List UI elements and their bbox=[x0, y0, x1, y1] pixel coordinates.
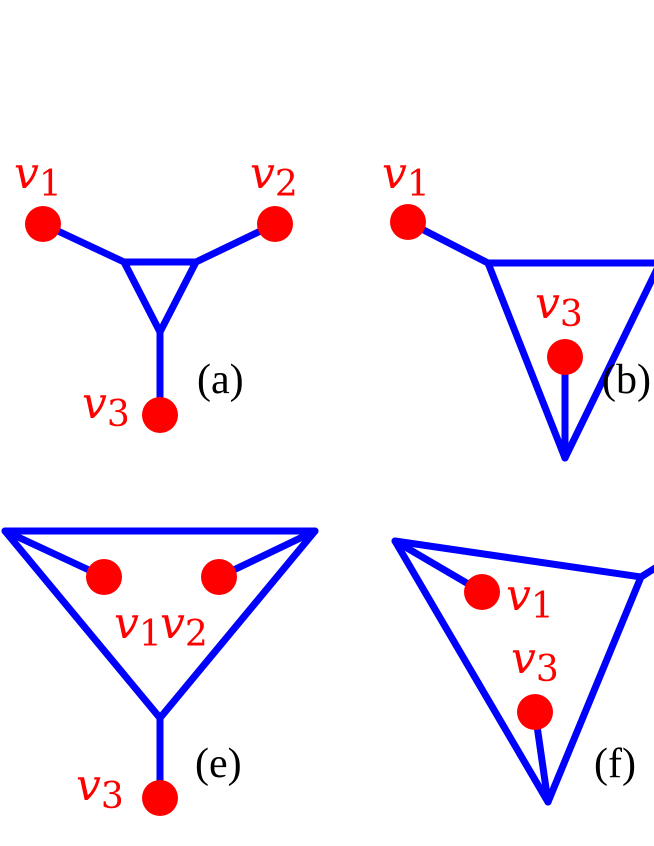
vertex-label-a-v1: v1 bbox=[14, 148, 62, 205]
panel-label-b: (b) bbox=[602, 357, 651, 403]
vertex-a-v2 bbox=[257, 206, 293, 242]
panel-b: v1 v3 (b) bbox=[382, 148, 654, 462]
vertex-e-v3 bbox=[142, 780, 178, 816]
vertex-b-v3 bbox=[547, 339, 583, 375]
vertex-e-v2 bbox=[201, 559, 237, 595]
vertex-f-v1 bbox=[464, 574, 500, 610]
vertex-label-e-v3: v3 bbox=[76, 760, 124, 817]
panel-label-f: (f) bbox=[594, 741, 636, 787]
panel-a: v1 v2 v3 (a) bbox=[14, 148, 298, 435]
vertex-e-v1 bbox=[86, 559, 122, 595]
vertex-label-a-v2: v2 bbox=[250, 148, 298, 205]
vertex-a-v3 bbox=[142, 397, 178, 433]
vertex-a-v1 bbox=[25, 206, 61, 242]
vertex-f-v3 bbox=[517, 694, 553, 730]
panel-label-a: (a) bbox=[197, 357, 244, 403]
triangle-a bbox=[120, 258, 200, 336]
vertex-label-b-v3: v3 bbox=[535, 278, 583, 335]
triangle-b bbox=[484, 259, 654, 462]
panel-label-e: (e) bbox=[195, 741, 242, 787]
edge-e-v1-corner bbox=[1, 527, 108, 581]
vertex-label-e-v1: v1 bbox=[114, 598, 162, 655]
triangle-f bbox=[391, 537, 645, 806]
vertex-label-a-v3: v3 bbox=[82, 378, 130, 435]
vertex-label-e-v2: v2 bbox=[160, 598, 208, 655]
edge-f-offpage bbox=[637, 564, 654, 581]
triangle-e bbox=[1, 527, 319, 722]
vertex-label-f-v3: v3 bbox=[511, 633, 559, 690]
panel-e: v1 v2 v3 (e) bbox=[1, 527, 319, 817]
vertex-b-v1 bbox=[390, 204, 426, 240]
panel-f: v1 v3 (f) bbox=[391, 537, 654, 806]
vertex-label-b-v1: v1 bbox=[382, 148, 430, 205]
vertex-label-f-v1: v1 bbox=[506, 570, 554, 627]
